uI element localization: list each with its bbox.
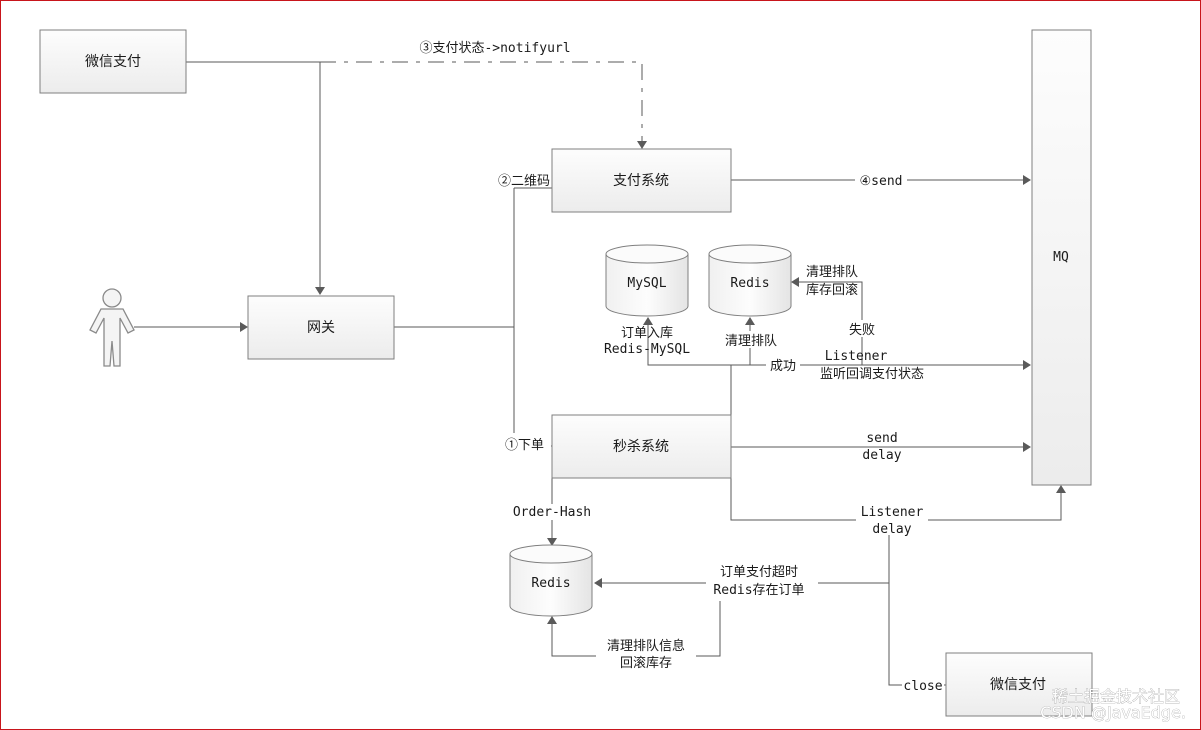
- edge-label-qrcode: ②二维码: [498, 174, 550, 189]
- person-icon: [89, 288, 135, 367]
- edge-label-order-hash: Order-Hash: [513, 505, 591, 520]
- node-wechat-pay-bottom: [945, 652, 1093, 717]
- arrow-to-payment-system: [637, 141, 647, 149]
- edge-label-timeout-1: 订单支付超时: [720, 565, 798, 580]
- node-label-redis-bottom: Redis: [531, 576, 570, 591]
- edge-label-send-pay: ④send: [860, 174, 903, 189]
- arrow-timeout-to-redis: [594, 578, 602, 588]
- edge-label-clear-info-1: 清理排队信息: [607, 638, 685, 654]
- edge-label-listener-delay-2: delay: [872, 522, 911, 537]
- node-label-wechat-pay-top: 微信支付: [85, 54, 141, 70]
- edge-label-send-delay-1: send: [866, 431, 897, 446]
- arrow-listener-to-mq: [1023, 360, 1031, 370]
- edge-label-timeout-2: Redis存在订单: [713, 583, 804, 598]
- arrow-send-delay-to-mq: [1023, 442, 1031, 452]
- node-mq: [1031, 29, 1092, 486]
- edge-notify-line: [320, 61, 643, 142]
- edge-label-send-delay-2: delay: [862, 448, 901, 463]
- edge-label-close: close: [903, 679, 942, 694]
- edge-label-clear-queue: 清理排队: [725, 334, 777, 349]
- edge-label-fail: 失败: [849, 323, 875, 338]
- node-gateway: [247, 295, 395, 360]
- node-label-mysql: MySQL: [627, 276, 666, 291]
- arrow-to-mysql: [643, 317, 653, 325]
- arrow-fail-to-redis: [791, 277, 799, 287]
- edge-label-listener-pay-1: Listener: [825, 349, 888, 364]
- node-label-wechat-pay-bottom: 微信支付: [990, 677, 1046, 693]
- node-payment-system: [551, 148, 732, 213]
- edge-label-rollback-1: 清理排队: [806, 265, 858, 280]
- watermark: CSDN @JavaEdge.: [1040, 703, 1186, 722]
- edge-label-listener-delay-1: Listener: [861, 505, 924, 520]
- arrow-listener-delay-to-mq: [1056, 485, 1066, 493]
- node-label-payment-system: 支付系统: [613, 173, 669, 189]
- node-mysql: [605, 244, 689, 317]
- node-redis-mid: [708, 244, 792, 317]
- node-redis-bottom: [509, 544, 593, 617]
- node-label-seckill-system: 秒杀系统: [613, 439, 669, 455]
- edge-label-order-to-db-2: Redis-MySQL: [604, 342, 690, 357]
- arrow-send-to-mq: [1023, 175, 1031, 185]
- node-seckill-system: [551, 414, 732, 479]
- node-label-redis-mid: Redis: [730, 276, 769, 291]
- edge-label-rollback-2: 库存回滚: [806, 282, 858, 298]
- arrow-clear-info-to-redis: [547, 616, 557, 624]
- arrow-to-redis-mid: [745, 317, 755, 325]
- edge-delay-down-line: [888, 520, 946, 686]
- arrow-user-to-gateway: [240, 322, 248, 332]
- arrow-to-redis-bottom: [547, 538, 557, 546]
- edge-listener-pay-line: [647, 324, 1024, 366]
- edge-label-place-order: ①下单: [505, 438, 544, 453]
- edge-label-order-to-db-1: 订单入库: [621, 325, 673, 341]
- edge-label-listener-pay-2: 监听回调支付状态: [820, 367, 924, 382]
- node-label-mq: MQ: [1053, 250, 1069, 265]
- arrow-to-gateway: [315, 287, 325, 295]
- edge-label-success: 成功: [770, 359, 796, 374]
- node-wechat-pay-top: [39, 29, 187, 94]
- node-label-gateway: 网关: [307, 320, 335, 336]
- edge-fail-line: [798, 281, 863, 365]
- edge-label-clear-info-2: 回滚库存: [620, 655, 672, 671]
- watermark-overlay: 稀土掘金技术社区: [1052, 687, 1180, 706]
- edge-label-notify: ③支付状态->notifyurl: [419, 41, 570, 56]
